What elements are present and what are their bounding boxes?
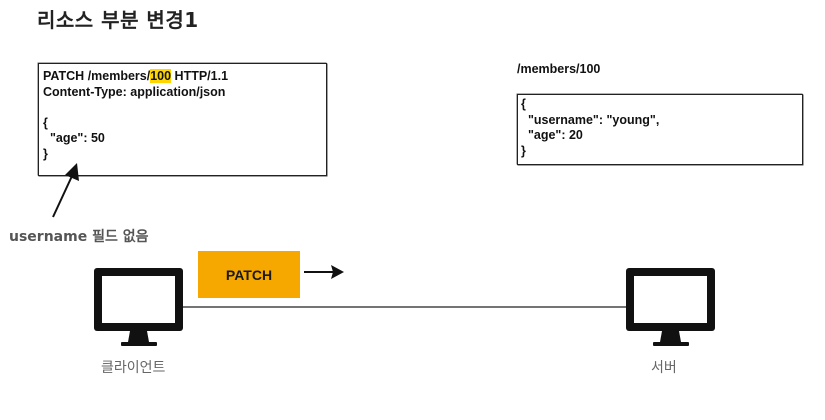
server-label: 서버	[651, 360, 677, 376]
monitor-icon	[626, 268, 715, 346]
annotation-arrow	[52, 163, 79, 218]
request-direction-arrow	[304, 265, 344, 279]
resource-body-line: "age": 20	[521, 128, 583, 142]
monitor-icon	[94, 268, 183, 346]
resource-id-highlight: 100	[150, 69, 172, 83]
resource-body-line: }	[521, 143, 526, 158]
missing-field-annotation: username 필드 없음	[9, 229, 149, 245]
resource-body-line: {	[521, 97, 526, 111]
patch-method-label: PATCH	[225, 266, 273, 283]
request-line: PATCH /members/100 HTTP/1.1	[43, 69, 322, 85]
patch-method-badge: PATCH	[198, 251, 300, 298]
content-type-header: Content-Type: application/json	[43, 84, 226, 99]
resource-body-line: "username": "young",	[521, 112, 660, 127]
request-message-box: PATCH /members/100 HTTP/1.1 Content-Type…	[38, 63, 327, 176]
resource-box: { "username": "young", "age": 20 }	[517, 94, 803, 165]
request-path: /members/	[87, 69, 151, 83]
request-protocol: HTTP/1.1	[171, 69, 229, 83]
request-body-line: "age": 50	[43, 131, 105, 145]
request-body-line: {	[43, 115, 48, 130]
client-label: 클라이언트	[101, 360, 166, 376]
request-method: PATCH	[43, 69, 85, 83]
request-body-line: }	[43, 146, 48, 161]
page-title: 리소스 부분 변경1	[37, 8, 199, 32]
resource-label: /members/100	[517, 62, 601, 76]
